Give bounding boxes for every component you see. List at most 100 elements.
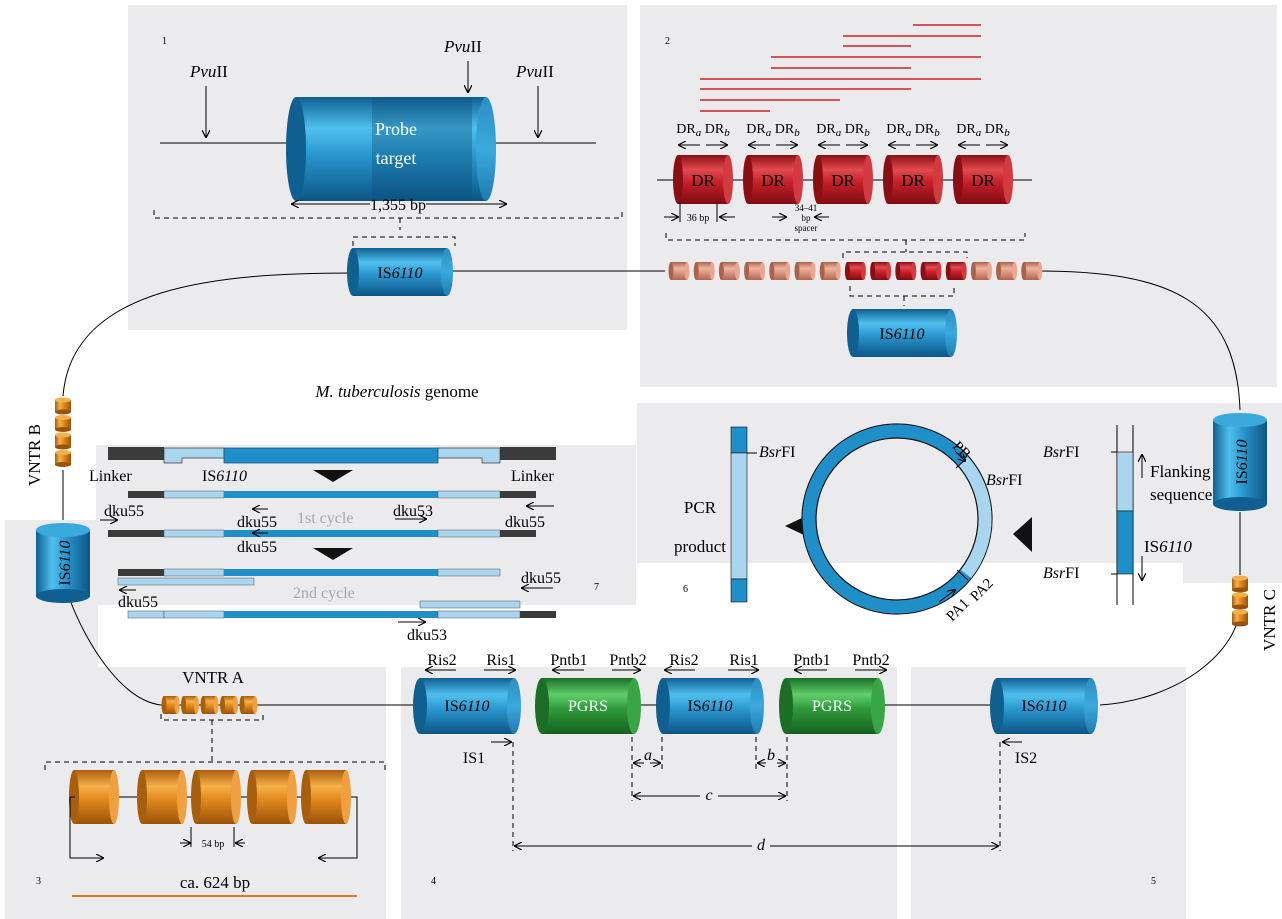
svg-text:PvuII: PvuII <box>189 62 228 81</box>
panel-7-lm-pcr: 7 Linker IS6110 Linker dku55 dku55 1st c… <box>89 447 599 644</box>
svg-text:BsrFI: BsrFI <box>1043 565 1079 582</box>
svg-text:Ris2: Ris2 <box>427 652 456 669</box>
svg-text:d: d <box>757 837 766 854</box>
svg-text:1,355 bp: 1,355 bp <box>370 197 426 214</box>
svg-text:IS6110: IS6110 <box>1234 439 1251 484</box>
panel-number: 1 <box>162 36 167 47</box>
dr-unit-red <box>844 262 866 280</box>
dr-unit-red <box>945 262 967 280</box>
dr-repeat: DR DRa DRb <box>953 122 1013 204</box>
svg-text:Ris2: Ris2 <box>669 652 698 669</box>
panel-number: 4 <box>431 876 436 887</box>
svg-text:Ris1: Ris1 <box>486 652 515 669</box>
vntr-unit <box>55 432 71 450</box>
svg-text:dku55: dku55 <box>104 503 144 520</box>
dr-unit-salmon <box>718 262 740 280</box>
is6110-element-vertical: IS6110 <box>36 523 90 603</box>
vntr-unit <box>69 770 119 824</box>
panel-3-vntr: 3 VNTR A 54 bp ca. 624 bp <box>36 668 386 897</box>
dr-unit-salmon <box>970 262 992 280</box>
svg-text:DRa DRb: DRa DRb <box>886 122 940 139</box>
svg-text:IS6110: IS6110 <box>1021 698 1066 715</box>
vntr-unit <box>161 696 180 714</box>
dr-unit-salmon <box>744 262 766 280</box>
svg-text:b: b <box>767 747 775 764</box>
vntr-b: VNTR B IS6110 <box>25 397 90 603</box>
svg-text:IS6110: IS6110 <box>57 540 74 585</box>
svg-text:2nd cycle: 2nd cycle <box>293 585 355 602</box>
svg-text:VNTR A: VNTR A <box>182 668 245 687</box>
dr-unit-salmon <box>668 262 690 280</box>
vntr-unit <box>301 770 351 824</box>
svg-text:a: a <box>644 747 652 764</box>
svg-text:Linker: Linker <box>89 468 132 485</box>
svg-text:Flanking: Flanking <box>1150 462 1211 481</box>
svg-text:IS6110: IS6110 <box>687 698 732 715</box>
dr-unit-red <box>870 262 892 280</box>
vntr-unit <box>239 696 258 714</box>
svg-text:DR: DR <box>971 171 995 190</box>
dr-repeat: DR DRa DRb <box>673 122 733 204</box>
svg-text:PvuII: PvuII <box>515 62 554 81</box>
panel-number: 3 <box>36 876 41 887</box>
svg-text:IS6110: IS6110 <box>1144 537 1192 556</box>
vntr-unit <box>247 770 297 824</box>
svg-text:c: c <box>705 787 712 804</box>
dr-unit-red <box>920 262 942 280</box>
vntr-unit <box>181 696 199 714</box>
dr-repeat: DR DRa DRb <box>743 122 803 204</box>
svg-text:BsrFI: BsrFI <box>759 444 795 461</box>
is6110-element: IS6110 <box>656 678 764 734</box>
svg-text:dku55: dku55 <box>237 539 277 556</box>
dr-unit-salmon <box>1021 262 1043 280</box>
svg-text:dku55: dku55 <box>237 514 277 531</box>
panel-5: 5 IS6110 IS2 <box>990 678 1156 887</box>
svg-text:DR: DR <box>761 171 785 190</box>
svg-text:Ris1: Ris1 <box>729 652 758 669</box>
svg-text:DR: DR <box>831 171 855 190</box>
svg-text:IS2: IS2 <box>1015 750 1037 767</box>
vntr-unit <box>200 696 219 714</box>
svg-text:BsrFI: BsrFI <box>986 472 1022 489</box>
svg-text:DRa DRb: DRa DRb <box>746 122 800 139</box>
dr-unit-salmon <box>819 262 841 280</box>
svg-text:dku55: dku55 <box>118 594 158 611</box>
dr-unit-salmon <box>693 262 715 280</box>
svg-text:dku55: dku55 <box>521 570 561 587</box>
svg-text:target: target <box>376 148 417 168</box>
svg-text:IS6110: IS6110 <box>202 468 247 485</box>
svg-text:DR: DR <box>691 171 715 190</box>
svg-text:DRa DRb: DRa DRb <box>956 122 1010 139</box>
dr-unit-red <box>895 262 917 280</box>
svg-text:spacer: spacer <box>795 223 818 233</box>
panel-1-rflp: 1 Probe target PvuII PvuII PvuII 1,355 b… <box>153 36 623 296</box>
vntr-unit <box>220 696 238 714</box>
svg-text:PCR: PCR <box>684 498 717 517</box>
is6110-element-vertical: IS6110 <box>1213 413 1267 511</box>
panel-number: 7 <box>594 582 599 593</box>
svg-text:BsrFI: BsrFI <box>1043 444 1079 461</box>
is6110-element: IS6110 <box>413 678 521 734</box>
vntr-unit <box>55 450 71 467</box>
svg-text:36 bp: 36 bp <box>687 213 710 224</box>
dr-unit-salmon <box>769 262 791 280</box>
is6110-element: IS6110 <box>847 309 957 357</box>
is6110-element: IS6110 <box>990 678 1098 734</box>
vntr-unit <box>55 397 71 415</box>
svg-text:1st cycle: 1st cycle <box>297 510 353 527</box>
vntr-unit <box>1232 575 1248 593</box>
svg-text:Pntb2: Pntb2 <box>852 652 889 669</box>
svg-text:sequence: sequence <box>1150 485 1212 504</box>
svg-text:Pntb1: Pntb1 <box>793 652 830 669</box>
vntr-c: IS6110 VNTR C <box>1213 413 1279 651</box>
svg-text:Linker: Linker <box>511 468 554 485</box>
svg-text:DRa DRb: DRa DRb <box>676 122 730 139</box>
vntr-unit <box>191 770 241 824</box>
panel-number: 5 <box>1151 876 1156 887</box>
svg-text:IS6110: IS6110 <box>377 265 422 282</box>
probe-target-cylinder: Probe target <box>286 97 496 201</box>
svg-text:dku53: dku53 <box>393 503 433 520</box>
